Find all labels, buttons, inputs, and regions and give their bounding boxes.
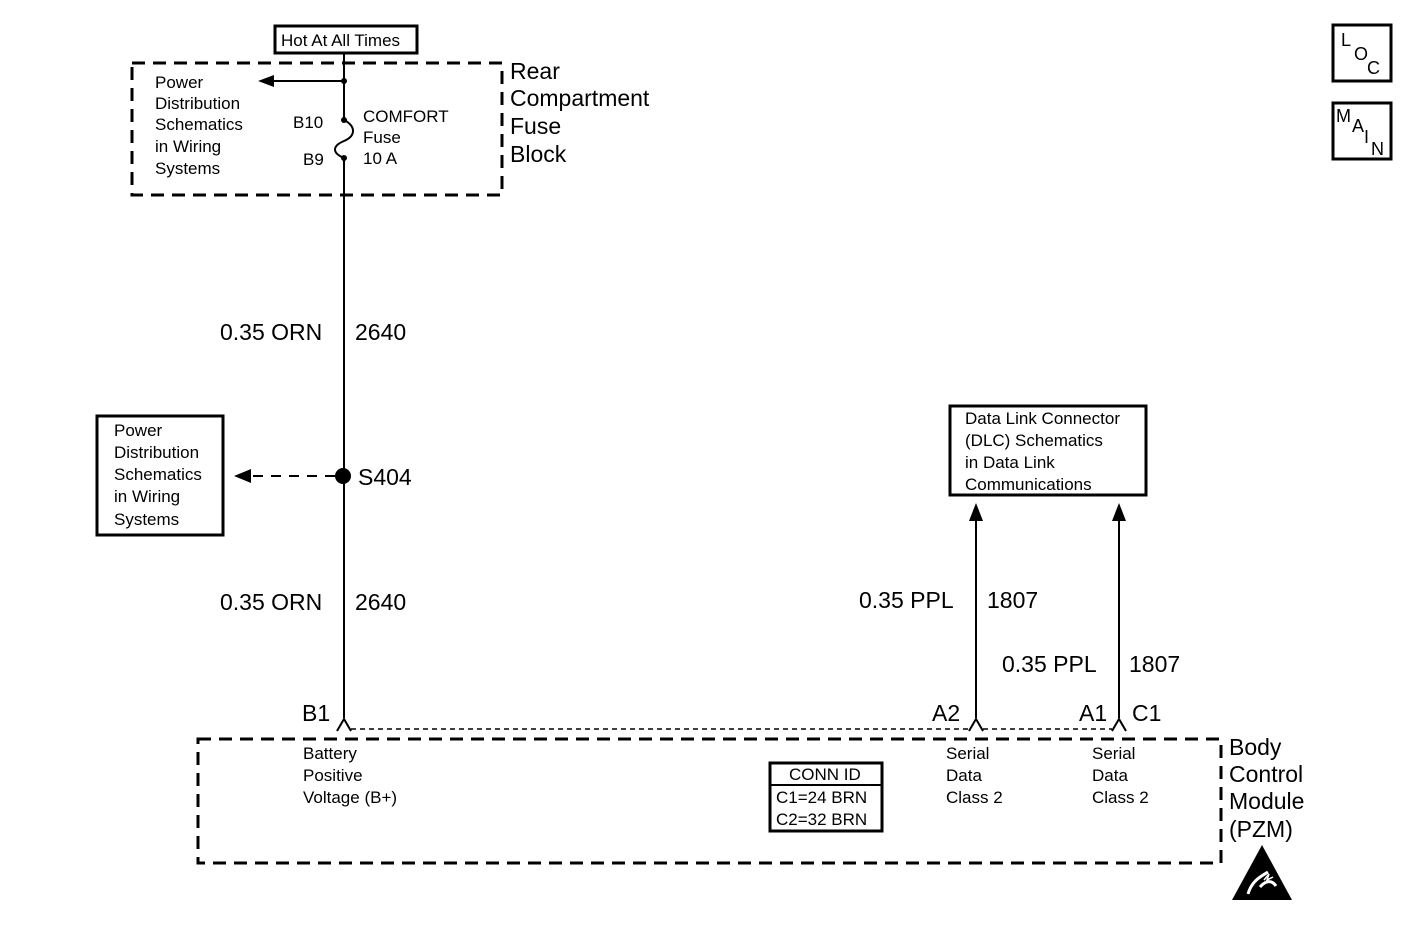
dlc-ref-line-3: in Data Link [965, 453, 1055, 472]
dlc-arrow-a2-icon [969, 503, 983, 521]
a2-desc-line-2: Data [946, 766, 982, 785]
dlc-ref-line-1: Data Link Connector [965, 409, 1120, 428]
loc-letter-o: O [1354, 44, 1368, 64]
dlc-ref-box: Data Link Connector (DLC) Schematics in … [948, 404, 1148, 497]
splice-power-dist-ref-box: Power Distribution Schematics in Wiring … [95, 414, 225, 537]
splice-ref-line-3: Schematics [114, 465, 202, 484]
fuse-block-title-2: Compartment [510, 85, 650, 111]
splice-ref-arrow-icon [234, 469, 251, 483]
loc-letter-c: C [1367, 58, 1380, 78]
fuse-terminal-b10 [341, 117, 347, 123]
upper-wire-circuit: 2640 [355, 319, 406, 345]
a1-desc-line-1: Serial [1092, 744, 1135, 763]
fuse-block-title: Rear Compartment Fuse Block [510, 58, 650, 167]
fuse-label-line-1: COMFORT [363, 107, 449, 126]
conn-id-box [768, 761, 884, 833]
splice-ref-line-5: Systems [114, 510, 179, 529]
fb-ref-line-3: Schematics [155, 115, 243, 134]
terminal-a1-icon [1111, 717, 1127, 732]
pin-b9-label: B9 [303, 150, 324, 169]
terminal-b1-icon [336, 717, 352, 732]
main-nav-outline[interactable] [1331, 101, 1393, 161]
splice-ref-box-outline [95, 414, 225, 537]
esd-warning-icon [1232, 845, 1292, 900]
fb-ref-line-5: Systems [155, 159, 220, 178]
comfort-fuse-symbol [334, 119, 354, 159]
bcm-title-3: Module [1229, 788, 1304, 814]
dlc-arrow-a1-icon [1112, 503, 1126, 521]
splice-ref-line-1: Power [114, 421, 163, 440]
fuse-label-line-3: 10 A [363, 149, 398, 168]
a1-wire-circuit: 1807 [1129, 651, 1180, 677]
upper-wire-gauge-color: 0.35 ORN [220, 319, 322, 345]
loc-letter-l: L [1341, 30, 1351, 50]
a2-wire-gauge-color: 0.35 PPL [859, 587, 954, 613]
hot-label-text: Hot At All Times [281, 31, 400, 50]
pin-b10-label: B10 [293, 113, 323, 132]
splice-label: S404 [358, 464, 412, 490]
b1-desc-line-3: Voltage (B+) [303, 788, 397, 807]
bcm-title-1: Body [1229, 734, 1282, 760]
bcm-title-4: (PZM) [1229, 816, 1293, 842]
main-letter-a: A [1352, 116, 1364, 136]
main-letter-i: I [1364, 127, 1369, 147]
bcm-title: Body Control Module (PZM) [1229, 734, 1304, 842]
fuse-block-title-3: Fuse [510, 113, 561, 139]
dlc-ref-box-outline [948, 404, 1148, 497]
conn-id-row-2: C2=32 BRN [776, 810, 867, 829]
fuse-block-power-dist-ref: Power Distribution Schematics in Wiring … [155, 73, 243, 178]
fb-ref-line-2: Distribution [155, 94, 240, 113]
pin-b1-label: B1 [302, 700, 330, 726]
conn-id-row-1: C1=24 BRN [776, 788, 867, 807]
b1-desc-line-2: Positive [303, 766, 363, 785]
b1-desc-line-1: Battery [303, 744, 357, 763]
power-dist-arrow-icon [258, 75, 274, 87]
fb-ref-line-4: in Wiring [155, 137, 221, 156]
lower-wire-circuit: 2640 [355, 589, 406, 615]
hot-at-all-times-label: Hot At All Times [273, 24, 419, 55]
loc-nav-button[interactable]: L O C [1331, 23, 1393, 83]
bcm-title-2: Control [1229, 761, 1303, 787]
a1-wire-gauge-color: 0.35 PPL [1002, 651, 1097, 677]
a2-description: Serial Data Class 2 [946, 744, 1003, 807]
dlc-ref-line-2: (DLC) Schematics [965, 431, 1103, 450]
a2-desc-line-1: Serial [946, 744, 989, 763]
dlc-ref-line-4: Communications [965, 475, 1092, 494]
loc-nav-outline[interactable] [1331, 23, 1393, 83]
pin-c1-label: C1 [1132, 700, 1161, 726]
a1-description: Serial Data Class 2 [1092, 744, 1149, 807]
main-letter-n: N [1371, 139, 1384, 159]
a1-desc-line-3: Class 2 [1092, 788, 1149, 807]
a2-desc-line-3: Class 2 [946, 788, 1003, 807]
fuse-block-title-1: Rear [510, 58, 560, 84]
pin-a2-label: A2 [932, 700, 960, 726]
conn-id-header: CONN ID [789, 765, 861, 784]
pin-a1-label: A1 [1079, 700, 1107, 726]
splice-ref-line-2: Distribution [114, 443, 199, 462]
a2-wire-circuit: 1807 [987, 587, 1038, 613]
lower-wire-gauge-color: 0.35 ORN [220, 589, 322, 615]
terminal-a2-icon [968, 717, 984, 732]
body-control-module-outline [196, 737, 1223, 865]
conn-id-table: CONN ID C1=24 BRN C2=32 BRN [768, 761, 884, 833]
main-letter-m: M [1336, 106, 1351, 126]
fuse-label-line-2: Fuse [363, 128, 401, 147]
fb-ref-line-1: Power [155, 73, 204, 92]
a1-desc-line-2: Data [1092, 766, 1128, 785]
b1-description: Battery Positive Voltage (B+) [303, 744, 397, 807]
main-nav-button[interactable]: M A I N [1331, 101, 1393, 161]
fuse-block-title-4: Block [510, 141, 567, 167]
splice-s404-dot [335, 468, 351, 484]
splice-ref-line-4: in Wiring [114, 487, 180, 506]
